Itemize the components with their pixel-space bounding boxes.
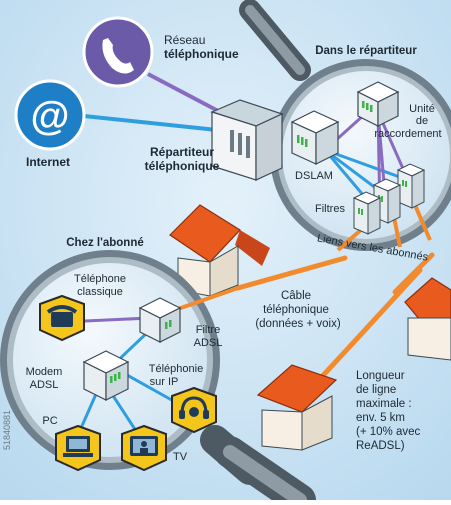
repartiteur-building: Répartiteur téléphonique xyxy=(145,99,284,181)
watermark-id: 51840881 xyxy=(2,410,12,450)
repartiteur-lens: Dans le répartiteur Unité de raccordemen… xyxy=(270,45,451,264)
tel-ip-line1: Téléphonie xyxy=(149,363,203,375)
cable-label-line1: Câble xyxy=(281,290,311,302)
house-right xyxy=(404,277,451,361)
modem-adsl-device xyxy=(82,350,130,401)
link-phone-to-repartiteur xyxy=(147,72,223,115)
tel-classique-line1: Téléphone xyxy=(74,273,126,285)
telephone-classique-badge xyxy=(39,294,85,342)
abonne-lens-title: Chez l'abonné xyxy=(66,237,144,249)
svg-text:@: @ xyxy=(30,94,69,138)
longueur-label: Longueur de ligne maximale : env. 5 km (… xyxy=(356,370,420,452)
pc-badge xyxy=(55,424,101,472)
unite-label-line1: Unité xyxy=(409,103,435,115)
longueur-line5: (+ 10% avec xyxy=(356,426,420,438)
unite-label-line2: de xyxy=(416,115,428,127)
pc-icon xyxy=(63,436,93,457)
internet: @ Internet xyxy=(14,79,86,169)
dslam-label: DSLAM xyxy=(295,170,333,182)
tv-badge xyxy=(121,424,167,472)
reseau-telephonique: Réseau téléphonique xyxy=(82,16,239,88)
longueur-line1: Longueur xyxy=(356,370,405,382)
phone-icon xyxy=(102,38,134,74)
filtre-adsl-device xyxy=(138,297,182,343)
pc-label: PC xyxy=(42,415,57,427)
orange-cables xyxy=(235,252,435,398)
tv-icon xyxy=(130,436,158,456)
filtres-label: Filtres xyxy=(315,203,345,215)
dslam-device xyxy=(290,110,340,165)
cable-label-line3: (données + voix) xyxy=(255,318,341,330)
cable-label: Câble téléphonique (données + voix) xyxy=(255,290,341,330)
modem-line1: Modem xyxy=(26,366,63,378)
tel-ip-line2: sur IP xyxy=(150,376,179,388)
abonne-lens: Chez l'abonné Téléphone classique Filtre… xyxy=(0,237,239,472)
filtres-devices xyxy=(352,163,426,235)
telephonie-ip-badge xyxy=(171,386,217,434)
bottom-magnifier-handle xyxy=(200,425,316,505)
telephone-icon xyxy=(46,305,78,327)
house-bottom xyxy=(256,364,338,451)
longueur-line3: maximale : xyxy=(356,398,412,410)
modem-line2: ADSL xyxy=(30,379,59,391)
longueur-line2: de ligne xyxy=(356,384,396,396)
reseau-label-line2: téléphonique xyxy=(164,47,239,61)
headset-icon xyxy=(179,396,209,419)
repartiteur-lens-title: Dans le répartiteur xyxy=(315,45,417,57)
top-magnifier-handle xyxy=(239,0,311,81)
unite-label-line3: raccordement xyxy=(374,128,441,140)
cable-label-line2: téléphonique xyxy=(263,304,329,316)
longueur-line6: ReADSL) xyxy=(356,440,405,452)
internet-at-icon: @ xyxy=(30,94,69,138)
repartiteur-label-line1: Répartiteur xyxy=(150,145,214,159)
tel-classique-line2: classique xyxy=(77,286,123,298)
repartiteur-label-line2: téléphonique xyxy=(145,159,220,173)
longueur-line4: env. 5 km xyxy=(356,412,405,424)
internet-label: Internet xyxy=(26,155,70,169)
filtre-adsl-line1: Filtre xyxy=(196,324,220,336)
unite-raccordement-device xyxy=(356,81,400,127)
reseau-label-line1: Réseau xyxy=(164,33,205,47)
filtre-adsl-line2: ADSL xyxy=(194,337,223,349)
tv-label: TV xyxy=(173,451,188,463)
link-internet-to-repartiteur xyxy=(83,114,218,132)
